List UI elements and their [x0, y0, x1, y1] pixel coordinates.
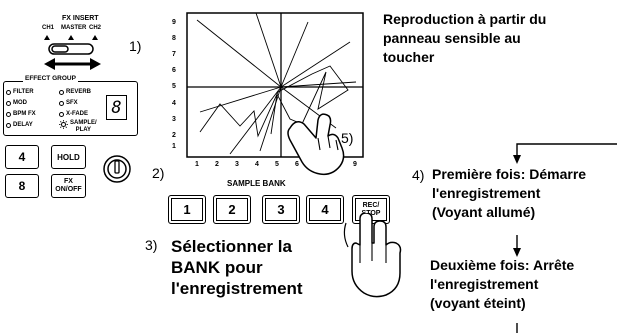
y-axis-ticks: 9 8 7 6 5 4 3 2 1 [172, 19, 176, 150]
sample-bank-title: SAMPLE BANK [227, 179, 286, 188]
bank-button-1[interactable]: 1 [168, 195, 206, 224]
effect-item-reverb-label: REVERB [66, 89, 92, 95]
sun-indicator-icon [59, 120, 68, 129]
step-3-text: Sélectionner la BANK pour l'enregistreme… [171, 237, 303, 298]
y-tick: 9 [172, 19, 176, 26]
fx-insert-markers-icon [44, 35, 98, 40]
pad-caption: Reproduction à partir du panneau sensibl… [383, 11, 547, 65]
x-tick: 2 [215, 161, 219, 168]
press-hand-icon [343, 213, 402, 298]
bank-button-3[interactable]: 3 [262, 195, 300, 224]
effect-item-sample-play[interactable]: SAMPLE/ PLAY [59, 120, 97, 134]
gesture-trace [199, 65, 349, 138]
y-tick: 3 [172, 116, 176, 123]
step-4-second-text: Deuxième fois: Arrête l'enregistrement (… [430, 257, 575, 311]
x-tick: 6 [295, 161, 299, 168]
touch-pad-area[interactable] [186, 12, 364, 158]
step-4-connector-lines [513, 143, 617, 333]
fx-insert-switch[interactable] [40, 31, 110, 73]
effect-item-filter-label: FILTER [13, 89, 34, 95]
x-tick: 5 [275, 161, 279, 168]
x-tick: 9 [353, 161, 357, 168]
step-3-number: 3) [145, 237, 158, 253]
effect-group-title: EFFECT GROUP [23, 75, 78, 83]
step-5-label: 5) [341, 130, 354, 146]
fx-insert-ch2: CH2 [89, 25, 102, 31]
step-4-first-text: Première fois: Démarre l'enregistrement … [432, 166, 587, 220]
fx-insert-title: FX INSERT [62, 15, 99, 22]
effect-item-reverb[interactable]: REVERB [59, 89, 91, 95]
bank-button-2-label: 2 [228, 202, 236, 217]
y-tick: 8 [172, 35, 176, 42]
star-burst-lines [196, 12, 357, 155]
fx-on-off-button-label: FX ON/OFF [55, 178, 82, 193]
y-tick: 7 [172, 51, 176, 58]
step-4-number: 4) [412, 167, 425, 183]
button-8-label: 8 [18, 179, 26, 193]
bank-button-3-label: 3 [277, 202, 285, 217]
rec-stop-button-label: REC/ STOP [361, 201, 381, 217]
effect-item-x-fade[interactable]: X-FADE [59, 111, 88, 117]
effect-item-delay-label: DELAY [13, 122, 33, 128]
effect-item-filter[interactable]: FILTER [6, 89, 34, 95]
bank-button-2[interactable]: 2 [213, 195, 251, 224]
hold-button-label: HOLD [57, 152, 80, 162]
x-tick: 4 [255, 161, 259, 168]
bank-button-1-label: 1 [183, 202, 191, 217]
step-2-label: 2) [152, 165, 165, 181]
effect-item-sfx[interactable]: SFX [59, 100, 78, 106]
double-arrow-icon [44, 58, 101, 70]
button-4[interactable]: 4 [5, 145, 39, 169]
effect-display: 8 [106, 95, 127, 120]
effect-item-mod-label: MOD [13, 100, 27, 106]
button-8[interactable]: 8 [5, 174, 39, 198]
fx-on-off-button[interactable]: FX ON/OFF [51, 174, 86, 198]
effect-item-x-fade-label: X-FADE [66, 111, 89, 117]
x-tick: 3 [235, 161, 239, 168]
bank-button-4[interactable]: 4 [306, 195, 344, 224]
y-tick: 2 [172, 132, 176, 139]
y-tick: 4 [172, 100, 176, 107]
fx-insert-ch1: CH1 [42, 25, 55, 31]
hold-button[interactable]: HOLD [51, 145, 86, 169]
button-4-label: 4 [18, 150, 26, 164]
y-tick: 6 [172, 67, 176, 74]
level-knob[interactable] [102, 152, 132, 186]
effect-item-delay[interactable]: DELAY [6, 122, 33, 128]
bank-button-4-label: 4 [321, 202, 329, 217]
touch-hand-icon [287, 113, 345, 176]
effect-item-mod[interactable]: MOD [6, 100, 27, 106]
effect-item-bpm-fx-label: BPM FX [13, 111, 36, 117]
y-tick: 1 [172, 143, 176, 150]
fx-insert-master: MASTER [61, 25, 87, 31]
y-tick: 5 [172, 83, 176, 90]
effect-item-sfx-label: SFX [66, 100, 78, 106]
effect-item-sample-play-label: SAMPLE/ PLAY [70, 120, 97, 133]
touch-pad-diagram: 9 8 7 6 5 4 3 2 1 1 2 3 4 5 6 7 8 9 [172, 12, 364, 168]
x-tick: 1 [195, 161, 199, 168]
effect-item-bpm-fx[interactable]: BPM FX [6, 111, 36, 117]
effect-display-digit: 8 [111, 97, 122, 118]
step-1-label: 1) [129, 38, 142, 54]
